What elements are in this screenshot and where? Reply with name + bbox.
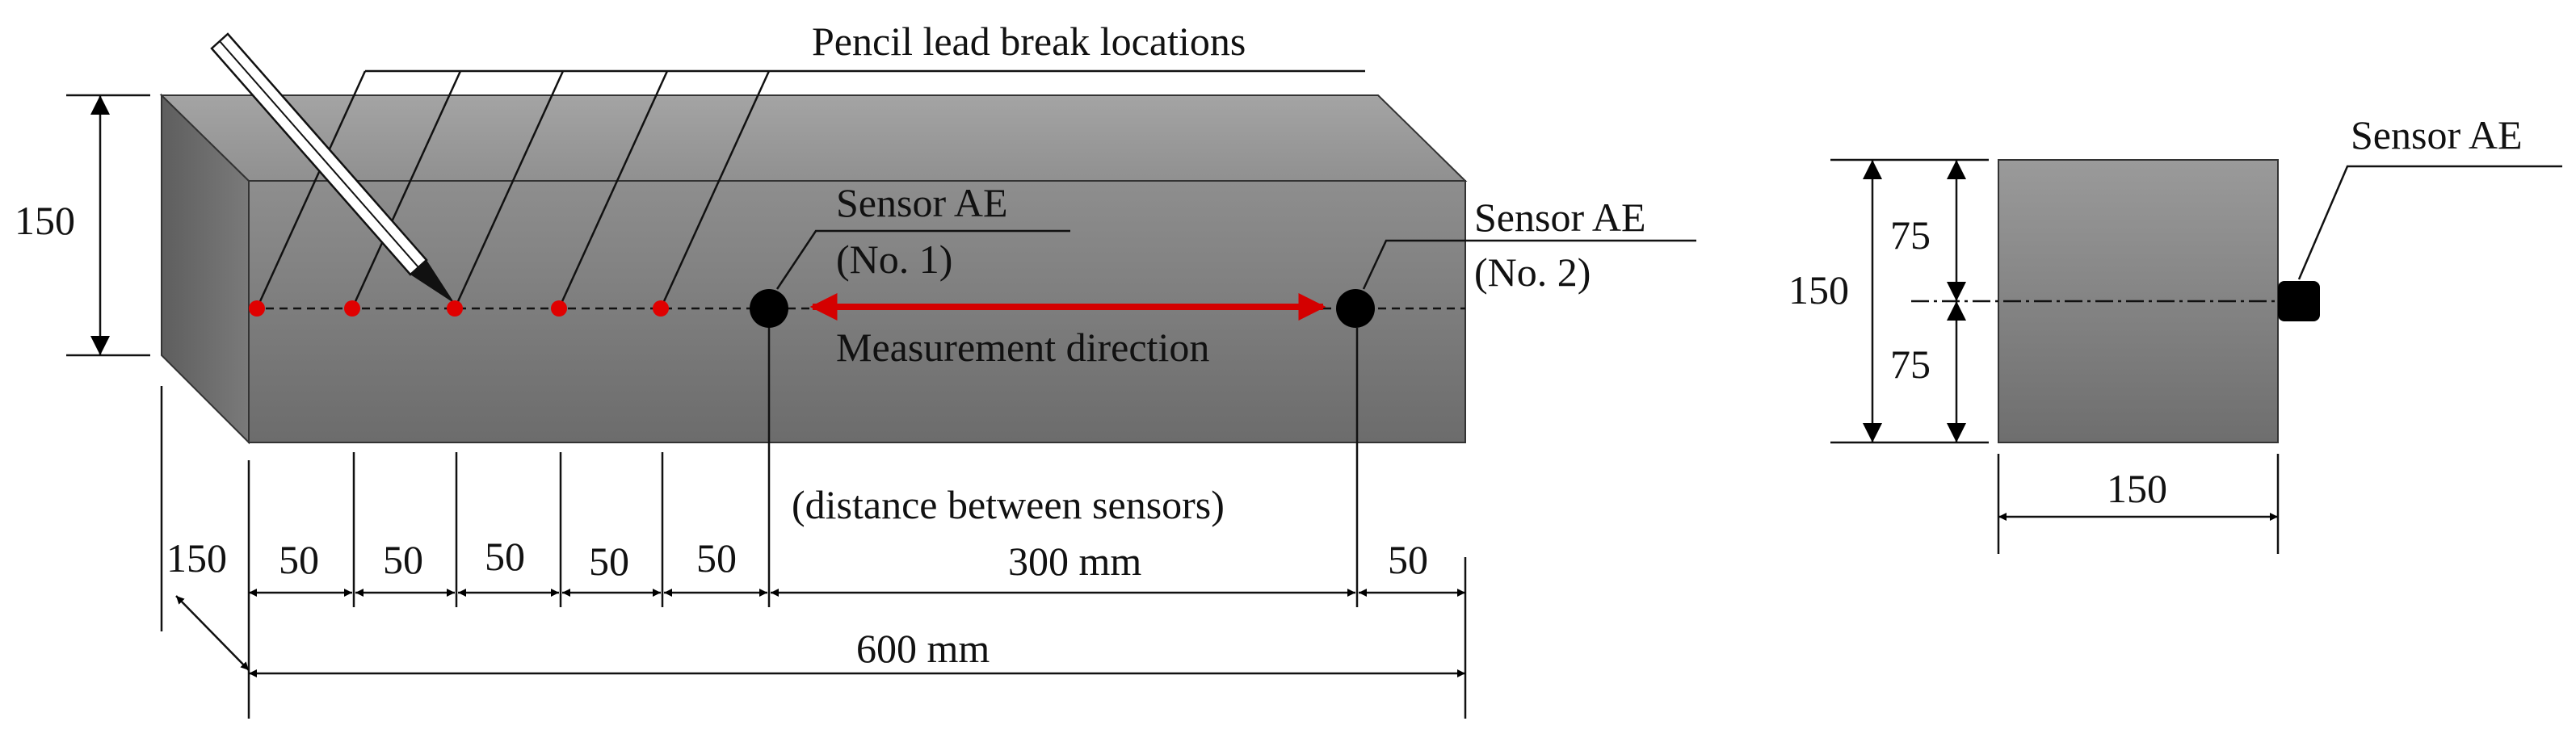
- dim-height: 150: [15, 198, 75, 243]
- dim-seg3: 50: [485, 534, 525, 579]
- sensor-no1: [750, 289, 788, 328]
- dim-seg1: 50: [279, 537, 319, 582]
- beam-dimension-lines: [66, 94, 1467, 719]
- section-sensor: [2278, 281, 2320, 321]
- sensor1-leader: [775, 229, 1070, 290]
- section-sensor-leader: [2297, 165, 2562, 280]
- pencil-lead-label: Pencil lead break locations: [812, 19, 1246, 64]
- section-dim-height: 150: [1788, 267, 1849, 312]
- beam: [159, 93, 1468, 445]
- section-dim-width: 150: [2107, 466, 2167, 511]
- section-dim-upper: 75: [1890, 212, 1931, 258]
- section-dim-lower: 75: [1890, 342, 1931, 387]
- dim-depth: 150: [166, 535, 227, 581]
- measurement-direction-label: Measurement direction: [836, 325, 1209, 370]
- sensor2-label-line2: (No. 2): [1474, 249, 1591, 295]
- pencil-lead-leaders: [255, 69, 1365, 309]
- sensor1-label-line2: (No. 1): [836, 237, 952, 282]
- sensor2-label-line1: Sensor AE: [1474, 195, 1646, 240]
- dim-seg2: 50: [383, 537, 423, 582]
- dim-total-length: 600 mm: [856, 626, 990, 671]
- dim-seg5: 50: [696, 535, 737, 581]
- beam-top-face: [159, 94, 1468, 182]
- distance-between-label: (distance between sensors): [792, 482, 1225, 527]
- pencil-icon: [210, 32, 455, 304]
- sensor1-label-line1: Sensor AE: [836, 180, 1008, 225]
- dim-seg4: 50: [589, 539, 629, 584]
- dim-end-seg: 50: [1388, 537, 1428, 582]
- break-points: [249, 300, 669, 317]
- dim-sensor-spacing: 300 mm: [1008, 539, 1141, 584]
- sensor2-leader: [1362, 239, 1696, 290]
- sensor-no2: [1336, 289, 1375, 328]
- section-dimension-lines: [1830, 158, 2280, 554]
- section-sensor-label: Sensor AE: [2351, 112, 2523, 157]
